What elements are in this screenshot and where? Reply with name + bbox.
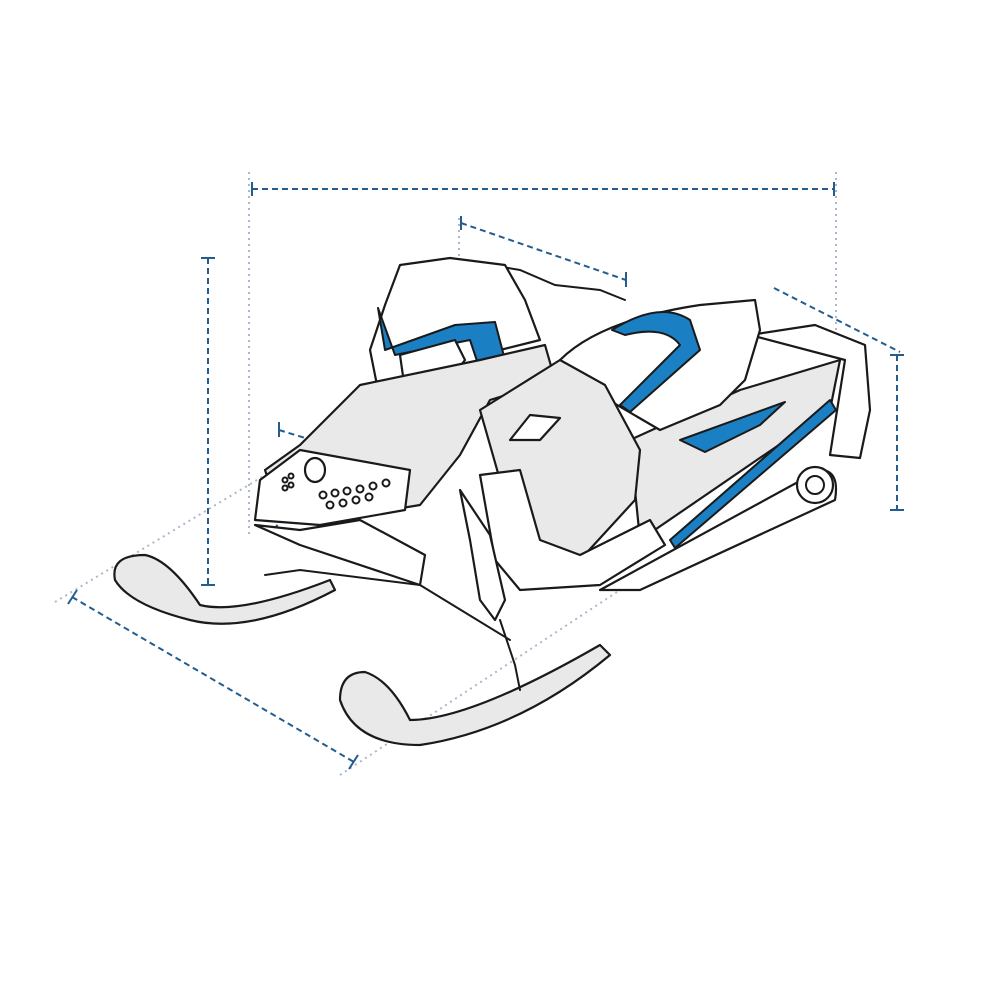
nose-cone — [253, 448, 412, 527]
left-ski — [113, 553, 337, 625]
grille-vents — [281, 472, 391, 510]
left-spindle — [264, 568, 511, 641]
rear-rack — [748, 323, 872, 460]
rear-wheel-hub — [805, 475, 825, 495]
lower-body — [478, 468, 667, 592]
front-suspension — [458, 488, 507, 622]
seat-stripe — [611, 311, 701, 413]
side-stripe — [669, 399, 837, 549]
rear-height-dimension — [890, 354, 904, 511]
overall-length-dimension — [251, 182, 835, 196]
seat-dimension — [460, 216, 627, 287]
ext-line-left-ski — [54, 459, 291, 603]
dimension-lines — [67, 182, 904, 770]
emblem — [303, 456, 327, 484]
handlebar — [489, 264, 626, 301]
side-vent-accent — [679, 401, 786, 453]
snowmobile — [113, 256, 872, 747]
right-spindle — [499, 619, 521, 691]
side-vent — [508, 413, 562, 442]
extension-lines — [54, 172, 837, 776]
bumper — [253, 518, 427, 587]
right-ski — [338, 643, 612, 747]
overall-width-dimension — [67, 589, 359, 770]
overall-height-dimension — [201, 257, 215, 586]
rear-width-dimension — [773, 287, 901, 353]
ext-line-right-ski — [339, 589, 621, 776]
rear-wheel — [795, 465, 835, 505]
